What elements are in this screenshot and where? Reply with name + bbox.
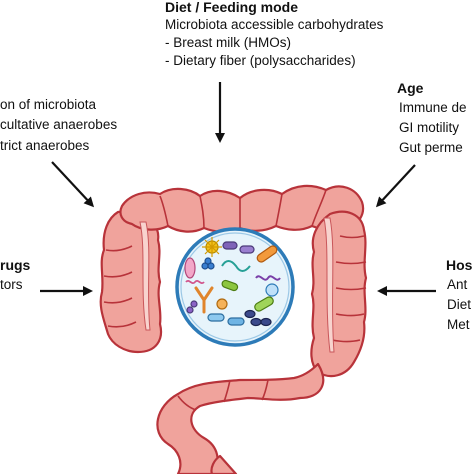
teal-flagella-microbe xyxy=(221,260,251,272)
purple-cocci-microbe xyxy=(186,300,198,314)
orange-round-microbe xyxy=(216,298,228,310)
drugs-heading: rugs xyxy=(0,257,31,273)
haustra-folds xyxy=(103,189,367,411)
microbiota-line-1: on of microbiota xyxy=(0,97,97,112)
arrow-age xyxy=(375,164,416,208)
purple-rod-microbe xyxy=(239,245,255,254)
microbiota-line-3: trict anaerobes xyxy=(0,138,90,153)
pink-spiral-microbe xyxy=(185,279,205,285)
diet-line-1: Microbiota accessible carbohydrates xyxy=(165,17,384,32)
yellow-spiky-microbe xyxy=(202,237,222,257)
age-line-2: GI motility xyxy=(399,120,460,135)
diet-heading: Diet / Feeding mode xyxy=(165,0,299,15)
host-line-1: Ant xyxy=(447,277,468,292)
blue-cocci-microbe xyxy=(201,257,215,270)
purple-rod-microbe xyxy=(222,241,238,250)
host-line-3: Met xyxy=(447,317,470,332)
purple-spiral-microbe xyxy=(255,275,281,281)
lightblue-rod-microbe xyxy=(207,313,225,322)
drugs-line-1: tors xyxy=(0,277,23,292)
microbiota-line-2: cultative anaerobes xyxy=(0,117,118,132)
blue-round-microbe xyxy=(265,283,279,297)
diet-line-3: - Dietary fiber (polysaccharides) xyxy=(165,53,356,68)
arrow-microbiota xyxy=(51,161,95,208)
diet-line-2: - Breast milk (HMOs) xyxy=(165,35,291,50)
microbes xyxy=(184,237,281,327)
lumen-streaks xyxy=(139,217,335,353)
orange-branched-microbe xyxy=(194,286,214,314)
age-line-1: Immune de xyxy=(399,100,467,115)
pink-coiled-microbe xyxy=(184,257,196,279)
lightblue-rod-microbe xyxy=(227,317,245,326)
host-line-2: Diet xyxy=(447,297,472,312)
green-rod-microbe xyxy=(221,279,239,292)
age-heading: Age xyxy=(397,80,424,96)
host-heading: Hos xyxy=(446,257,473,273)
navy-chain-microbe xyxy=(244,309,272,327)
orange-rod-microbe xyxy=(256,245,278,263)
age-line-3: Gut perme xyxy=(399,140,463,155)
green-rod-microbe xyxy=(254,296,274,312)
